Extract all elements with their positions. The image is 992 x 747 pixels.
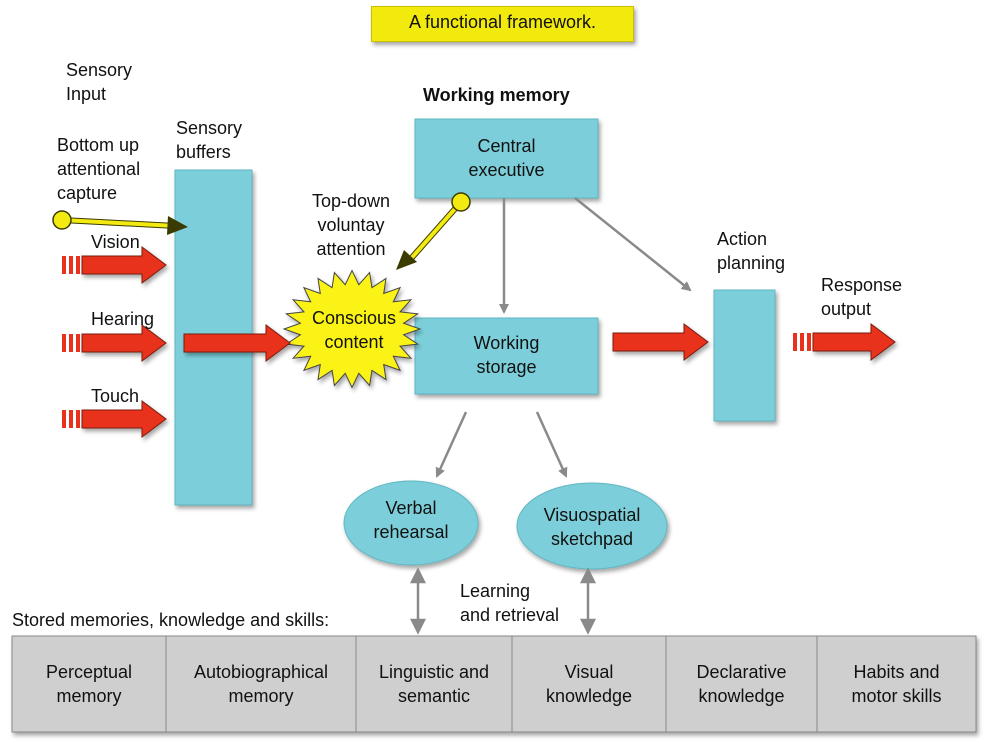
arrow-storage-to-visuospatial [535,411,568,478]
response-output-label: Response output [821,275,903,319]
learning-retrieval-label: Learning and retrieval [460,581,560,625]
memory-cell-autobiographical: Autobiographical memory [193,662,329,706]
vision-arrow [62,246,167,284]
bottom-up-yellow-arrow [52,210,188,235]
central-executive-text: Central executive [468,136,545,180]
double-arrow-visuospatial [579,567,597,635]
sensory-input-label: Sensory Input [66,60,133,104]
memory-cell-habits: Habits and motor skills [851,662,942,706]
visuospatial-sketchpad-ellipse [516,482,668,570]
action-planning-label: Action planning [717,229,786,273]
top-down-label: Top-down voluntay attention [312,191,391,259]
touch-arrow [62,400,167,438]
conscious-content-starburst [282,269,422,389]
double-arrow-verbal [409,567,427,635]
diagram-title: A functional framework. [408,12,597,32]
verbal-rehearsal-text: Verbal rehearsal [373,498,449,542]
stored-memories-label: Stored memories, knowledge and skills: [12,610,330,630]
top-down-yellow-arrow [396,192,471,270]
storage-to-action-arrow [612,323,709,361]
working-storage-box [414,317,599,395]
conscious-content-text: Conscious content [311,308,397,352]
buffers-to-conscious-arrow [183,324,291,362]
memory-cell-visual: Visual knowledge [545,662,633,706]
memory-cell-declarative: Declarative knowledge [696,662,787,706]
arrow-executive-to-action [574,197,692,292]
visuospatial-sketchpad-text: Visuospatial sketchpad [543,505,641,549]
central-executive-box [414,118,599,199]
sensory-buffers-label: Sensory buffers [176,118,243,162]
response-output-arrow [793,323,896,361]
working-storage-text: Working storage [473,333,540,377]
vision-label: Vision [91,232,140,252]
stored-memories-bar [11,635,977,733]
verbal-rehearsal-ellipse [343,480,479,566]
bottom-up-label: Bottom up attentional capture [57,135,141,203]
action-planning-box [713,289,776,422]
title-banner: A functional framework. [371,6,634,42]
memory-cell-perceptual: Perceptual memory [45,662,133,706]
touch-label: Touch [91,386,140,406]
working-memory-title: Working memory [423,85,570,105]
arrow-storage-to-verbal [435,411,468,478]
memory-cell-linguistic: Linguistic and semantic [378,662,490,706]
hearing-arrow [62,324,167,362]
hearing-label: Hearing [91,309,155,329]
